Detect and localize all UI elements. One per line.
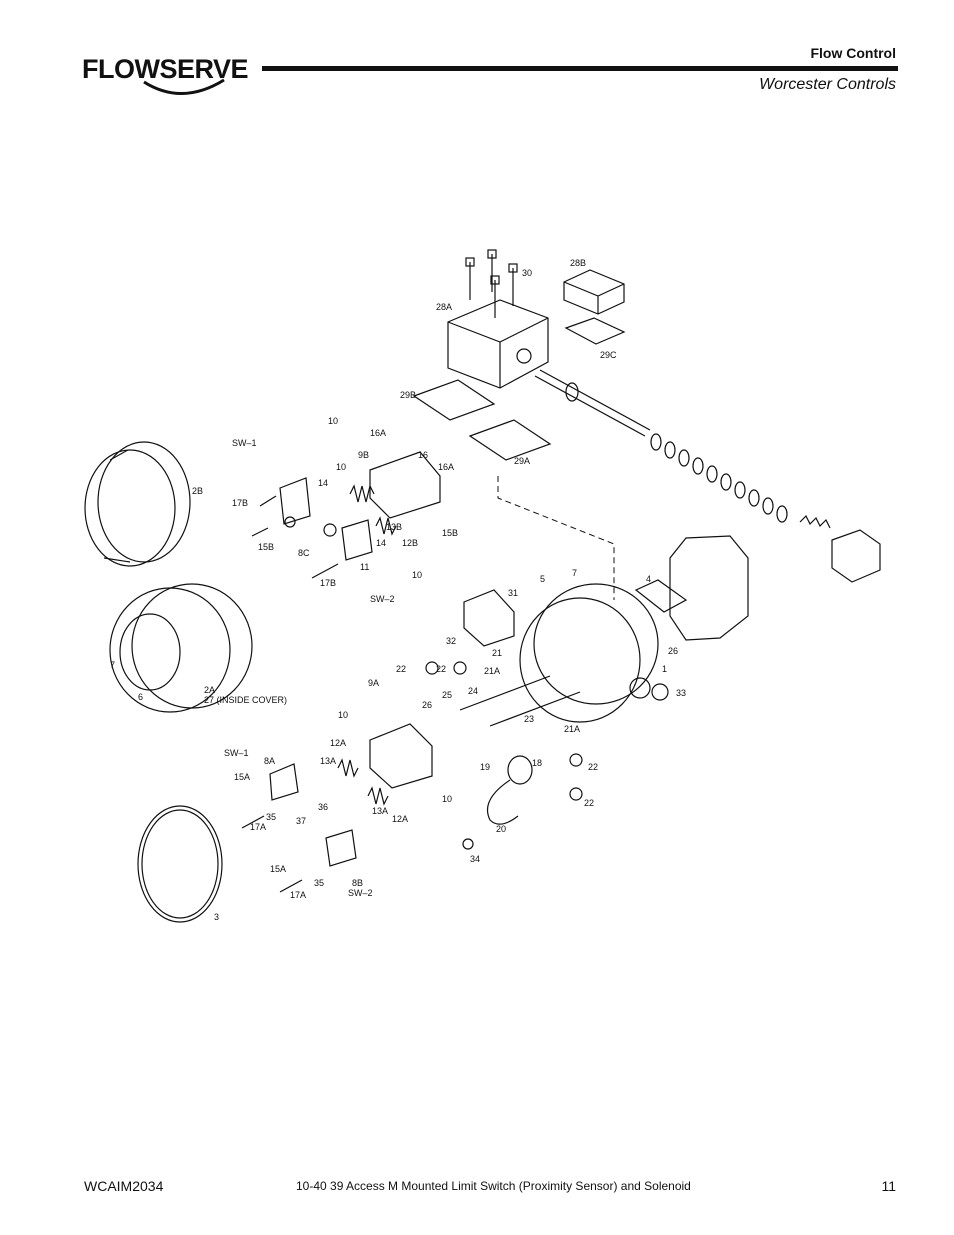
callout-label: 17A xyxy=(290,890,306,900)
callout-label: 10 xyxy=(336,462,346,472)
callout-label: 6 xyxy=(138,692,143,702)
page-number: 11 xyxy=(881,1178,896,1194)
callout-label: 16 xyxy=(418,450,428,460)
callout-label: 21 xyxy=(492,648,502,658)
brand-name: Worcester Controls xyxy=(759,76,896,93)
callout-label: 15A xyxy=(234,772,250,782)
callout-label: 31 xyxy=(508,588,518,598)
callout-label: 28B xyxy=(570,258,586,268)
callout-label: 14 xyxy=(376,538,386,548)
callout-label: 12A xyxy=(330,738,346,748)
callout-label: 29C xyxy=(600,350,617,360)
callout-label: 12A xyxy=(392,814,408,824)
callout-label: 19 xyxy=(480,762,490,772)
callout-label: 1 xyxy=(662,664,667,674)
callout-label: 15B xyxy=(258,542,274,552)
callout-label: 9B xyxy=(358,450,369,460)
callout-label: 30 xyxy=(522,268,532,278)
callout-label: 21A xyxy=(484,666,500,676)
callout-label: 10 xyxy=(338,710,348,720)
callout-label: 8A xyxy=(264,756,275,766)
callout-label: 22 xyxy=(584,798,594,808)
callout-label: 16A xyxy=(370,428,386,438)
callout-label: 20 xyxy=(496,824,506,834)
callout-label: 22 xyxy=(396,664,406,674)
callout-label: SW–1 xyxy=(232,438,257,448)
callout-label: 29B xyxy=(400,390,416,400)
callout-label: 22 xyxy=(588,762,598,772)
header-rule xyxy=(262,66,898,71)
callout-label: 22 xyxy=(436,664,446,674)
callout-label: 10 xyxy=(412,570,422,580)
callout-label: 27 (INSIDE COVER) xyxy=(204,695,287,705)
callout-label: 8C xyxy=(298,548,310,558)
doc-title: 10-40 39 Access M Mounted Limit Switch (… xyxy=(296,1179,691,1193)
callout-label: 7 xyxy=(110,660,115,670)
callout-label: SW–1 xyxy=(224,748,249,758)
callout-label: 36 xyxy=(318,802,328,812)
callout-label: 13A xyxy=(320,756,336,766)
callout-label: 35 xyxy=(266,812,276,822)
callout-label: 2A xyxy=(204,685,215,695)
callout-label: 13B xyxy=(386,522,402,532)
callout-label: 9A xyxy=(368,678,379,688)
callout-label: 17B xyxy=(232,498,248,508)
callout-label: 35 xyxy=(314,878,324,888)
callout-label: 2B xyxy=(192,486,203,496)
callout-label: 24 xyxy=(468,686,478,696)
callout-label: 3 xyxy=(214,912,219,922)
callout-label: 37 xyxy=(296,816,306,826)
callout-label: 12B xyxy=(402,538,418,548)
callout-label: 25 xyxy=(442,690,452,700)
doc-number: WCAIM2034 xyxy=(84,1178,164,1194)
callout-label: 26 xyxy=(422,700,432,710)
callout-label: 17A xyxy=(250,822,266,832)
callout-label: 33 xyxy=(676,688,686,698)
callout-label: 10 xyxy=(442,794,452,804)
logo-text: FLOWSERVE xyxy=(82,54,249,84)
callout-label: 18 xyxy=(532,758,542,768)
logo-swoosh-icon xyxy=(143,78,225,95)
callout-label: 13A xyxy=(372,806,388,816)
callout-label: 32 xyxy=(446,636,456,646)
flowserve-logo: FLOWSERVE xyxy=(82,52,249,98)
callout-label: 34 xyxy=(470,854,480,864)
callout-label: SW–2 xyxy=(348,888,373,898)
callout-label: 28A xyxy=(436,302,452,312)
callout-label: 7 xyxy=(572,568,577,578)
callout-label: 17B xyxy=(320,578,336,588)
callout-label: SW–2 xyxy=(370,594,395,604)
callout-label: 4 xyxy=(646,574,651,584)
exploded-parts-diagram: 30 28B 28A 29C 29B 10 16A 16 9B 10 16A 2… xyxy=(84,249,881,923)
callout-label: 26 xyxy=(668,646,678,656)
callout-label: 8B xyxy=(352,878,363,888)
callout-label: 5 xyxy=(540,574,545,584)
callout-label: 15B xyxy=(442,528,458,538)
callout-label: 23 xyxy=(524,714,534,724)
callout-label: 14 xyxy=(318,478,328,488)
callout-label: 29A xyxy=(514,456,530,466)
callout-label: 10 xyxy=(328,416,338,426)
callout-label: 21A xyxy=(564,724,580,734)
company-name: Flow Control xyxy=(810,45,896,61)
callout-label: 11 xyxy=(360,562,369,572)
callout-label: 15A xyxy=(270,864,286,874)
callout-label: 16A xyxy=(438,462,454,472)
